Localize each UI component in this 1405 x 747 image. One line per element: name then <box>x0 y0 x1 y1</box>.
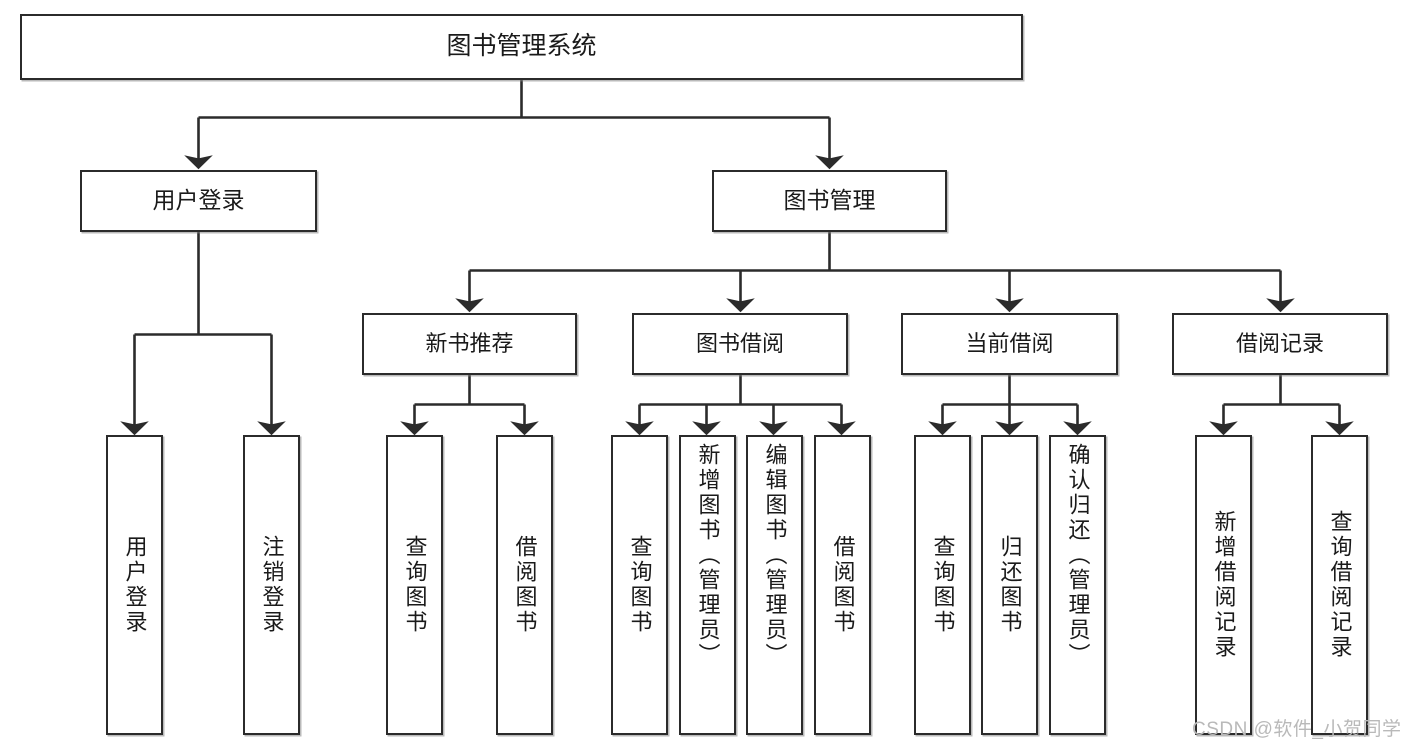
node-leaf-logout[interactable]: 注销登录 <box>243 435 300 735</box>
node-label: 新增图书（管理员） <box>695 443 721 668</box>
node-label: 图书管理 <box>783 187 876 214</box>
node-leaf-confirm-return-admin[interactable]: 确认归还（管理员） <box>1049 435 1106 735</box>
node-label: 新增借阅记录 <box>1211 510 1237 660</box>
node-leaf-query-book-new[interactable]: 查询图书 <box>386 435 443 735</box>
node-label: 图书借阅 <box>695 331 784 357</box>
node-label: 新书推荐 <box>425 331 514 357</box>
node-book-borrow[interactable]: 图书借阅 <box>632 313 848 375</box>
node-leaf-query-book-borrow[interactable]: 查询图书 <box>611 435 668 735</box>
node-user-login[interactable]: 用户登录 <box>80 170 317 232</box>
node-leaf-query-borrow-record[interactable]: 查询借阅记录 <box>1311 435 1368 735</box>
node-label: 图书管理系统 <box>446 32 597 61</box>
node-label: 用户登录 <box>152 187 245 214</box>
node-label: 注销登录 <box>259 535 285 635</box>
node-new-book-recommend[interactable]: 新书推荐 <box>362 313 577 375</box>
node-leaf-user-login[interactable]: 用户登录 <box>106 435 163 735</box>
node-label: 借阅图书 <box>512 535 538 635</box>
node-label: 确认归还（管理员） <box>1065 443 1091 668</box>
node-leaf-edit-book-admin[interactable]: 编辑图书（管理员） <box>746 435 803 735</box>
node-label: 当前借阅 <box>965 331 1054 357</box>
node-label: 借阅记录 <box>1235 331 1324 357</box>
node-book-management[interactable]: 图书管理 <box>712 170 947 232</box>
node-root-system[interactable]: 图书管理系统 <box>20 14 1023 80</box>
node-label: 借阅图书 <box>830 535 856 635</box>
node-current-borrow[interactable]: 当前借阅 <box>901 313 1118 375</box>
node-label: 编辑图书（管理员） <box>762 443 788 668</box>
node-label: 查询图书 <box>402 535 428 635</box>
node-leaf-add-book-admin[interactable]: 新增图书（管理员） <box>679 435 736 735</box>
node-leaf-return-book[interactable]: 归还图书 <box>981 435 1038 735</box>
node-leaf-query-book-current[interactable]: 查询图书 <box>914 435 971 735</box>
csdn-watermark: CSDN @软件_小贺同学 <box>1192 719 1402 740</box>
node-label: 查询借阅记录 <box>1327 510 1353 660</box>
node-leaf-borrow-book[interactable]: 借阅图书 <box>814 435 871 735</box>
node-label: 归还图书 <box>997 535 1023 635</box>
node-label: 查询图书 <box>930 535 956 635</box>
node-label: 用户登录 <box>122 535 148 635</box>
node-leaf-borrow-book-new[interactable]: 借阅图书 <box>496 435 553 735</box>
node-leaf-add-borrow-record[interactable]: 新增借阅记录 <box>1195 435 1252 735</box>
node-borrow-record[interactable]: 借阅记录 <box>1172 313 1388 375</box>
node-label: 查询图书 <box>627 535 653 635</box>
